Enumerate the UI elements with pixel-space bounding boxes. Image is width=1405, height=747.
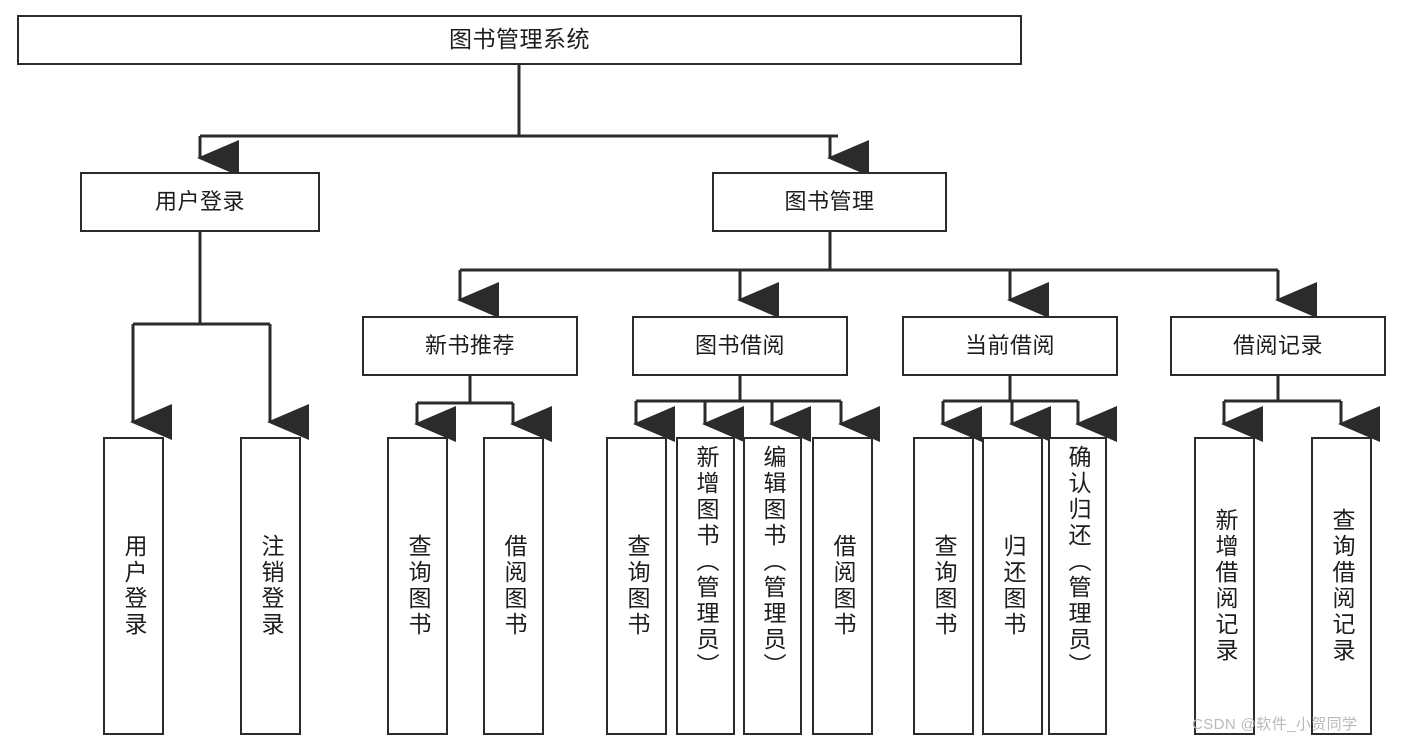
node-label: 图书管理 [784, 188, 875, 214]
node-new-book-recommend[interactable]: 新书推荐 [362, 316, 578, 376]
leaf-query-borrow-record[interactable]: 查询借阅记录 [1311, 437, 1372, 735]
node-label: 查询图书 [405, 534, 431, 638]
node-label: 新书推荐 [424, 332, 515, 358]
node-root-system[interactable]: 图书管理系统 [17, 15, 1022, 65]
node-label: 编辑图书（管理员） [760, 445, 786, 679]
node-label: 图书管理系统 [449, 26, 590, 53]
node-label: 新增图书（管理员） [693, 445, 719, 679]
node-current-borrow[interactable]: 当前借阅 [902, 316, 1118, 376]
node-label: 用户登录 [154, 188, 245, 214]
leaf-borrow-book-nb[interactable]: 借阅图书 [483, 437, 544, 735]
node-label: 新增借阅记录 [1212, 508, 1238, 664]
leaf-confirm-return-admin[interactable]: 确认归还（管理员） [1048, 437, 1107, 735]
node-label: 查询借阅记录 [1329, 508, 1355, 664]
node-label: 确认归还（管理员） [1065, 445, 1091, 679]
leaf-borrow-book-bb[interactable]: 借阅图书 [812, 437, 873, 735]
leaf-logout[interactable]: 注销登录 [240, 437, 301, 735]
node-label: 借阅图书 [501, 534, 527, 638]
node-label: 归还图书 [1000, 534, 1026, 638]
node-label: 图书借阅 [694, 332, 785, 358]
node-label: 借阅记录 [1232, 332, 1323, 358]
node-label: 注销登录 [258, 534, 284, 638]
leaf-add-borrow-record[interactable]: 新增借阅记录 [1194, 437, 1255, 735]
leaf-user-login[interactable]: 用户登录 [103, 437, 164, 735]
leaf-add-book-admin[interactable]: 新增图书（管理员） [676, 437, 735, 735]
leaf-edit-book-admin[interactable]: 编辑图书（管理员） [743, 437, 802, 735]
node-book-borrow[interactable]: 图书借阅 [632, 316, 848, 376]
leaf-return-book[interactable]: 归还图书 [982, 437, 1043, 735]
node-label: 借阅图书 [830, 534, 856, 638]
csdn-watermark: CSDN @软件_小贺同学 [1192, 716, 1358, 733]
node-label: 用户登录 [121, 534, 147, 638]
node-user-login[interactable]: 用户登录 [80, 172, 320, 232]
node-book-management[interactable]: 图书管理 [712, 172, 947, 232]
node-label: 查询图书 [624, 534, 650, 638]
node-label: 当前借阅 [964, 332, 1055, 358]
node-borrow-record[interactable]: 借阅记录 [1170, 316, 1386, 376]
leaf-query-book-nb[interactable]: 查询图书 [387, 437, 448, 735]
node-label: 查询图书 [931, 534, 957, 638]
leaf-query-book-bb[interactable]: 查询图书 [606, 437, 667, 735]
leaf-query-book-cb[interactable]: 查询图书 [913, 437, 974, 735]
